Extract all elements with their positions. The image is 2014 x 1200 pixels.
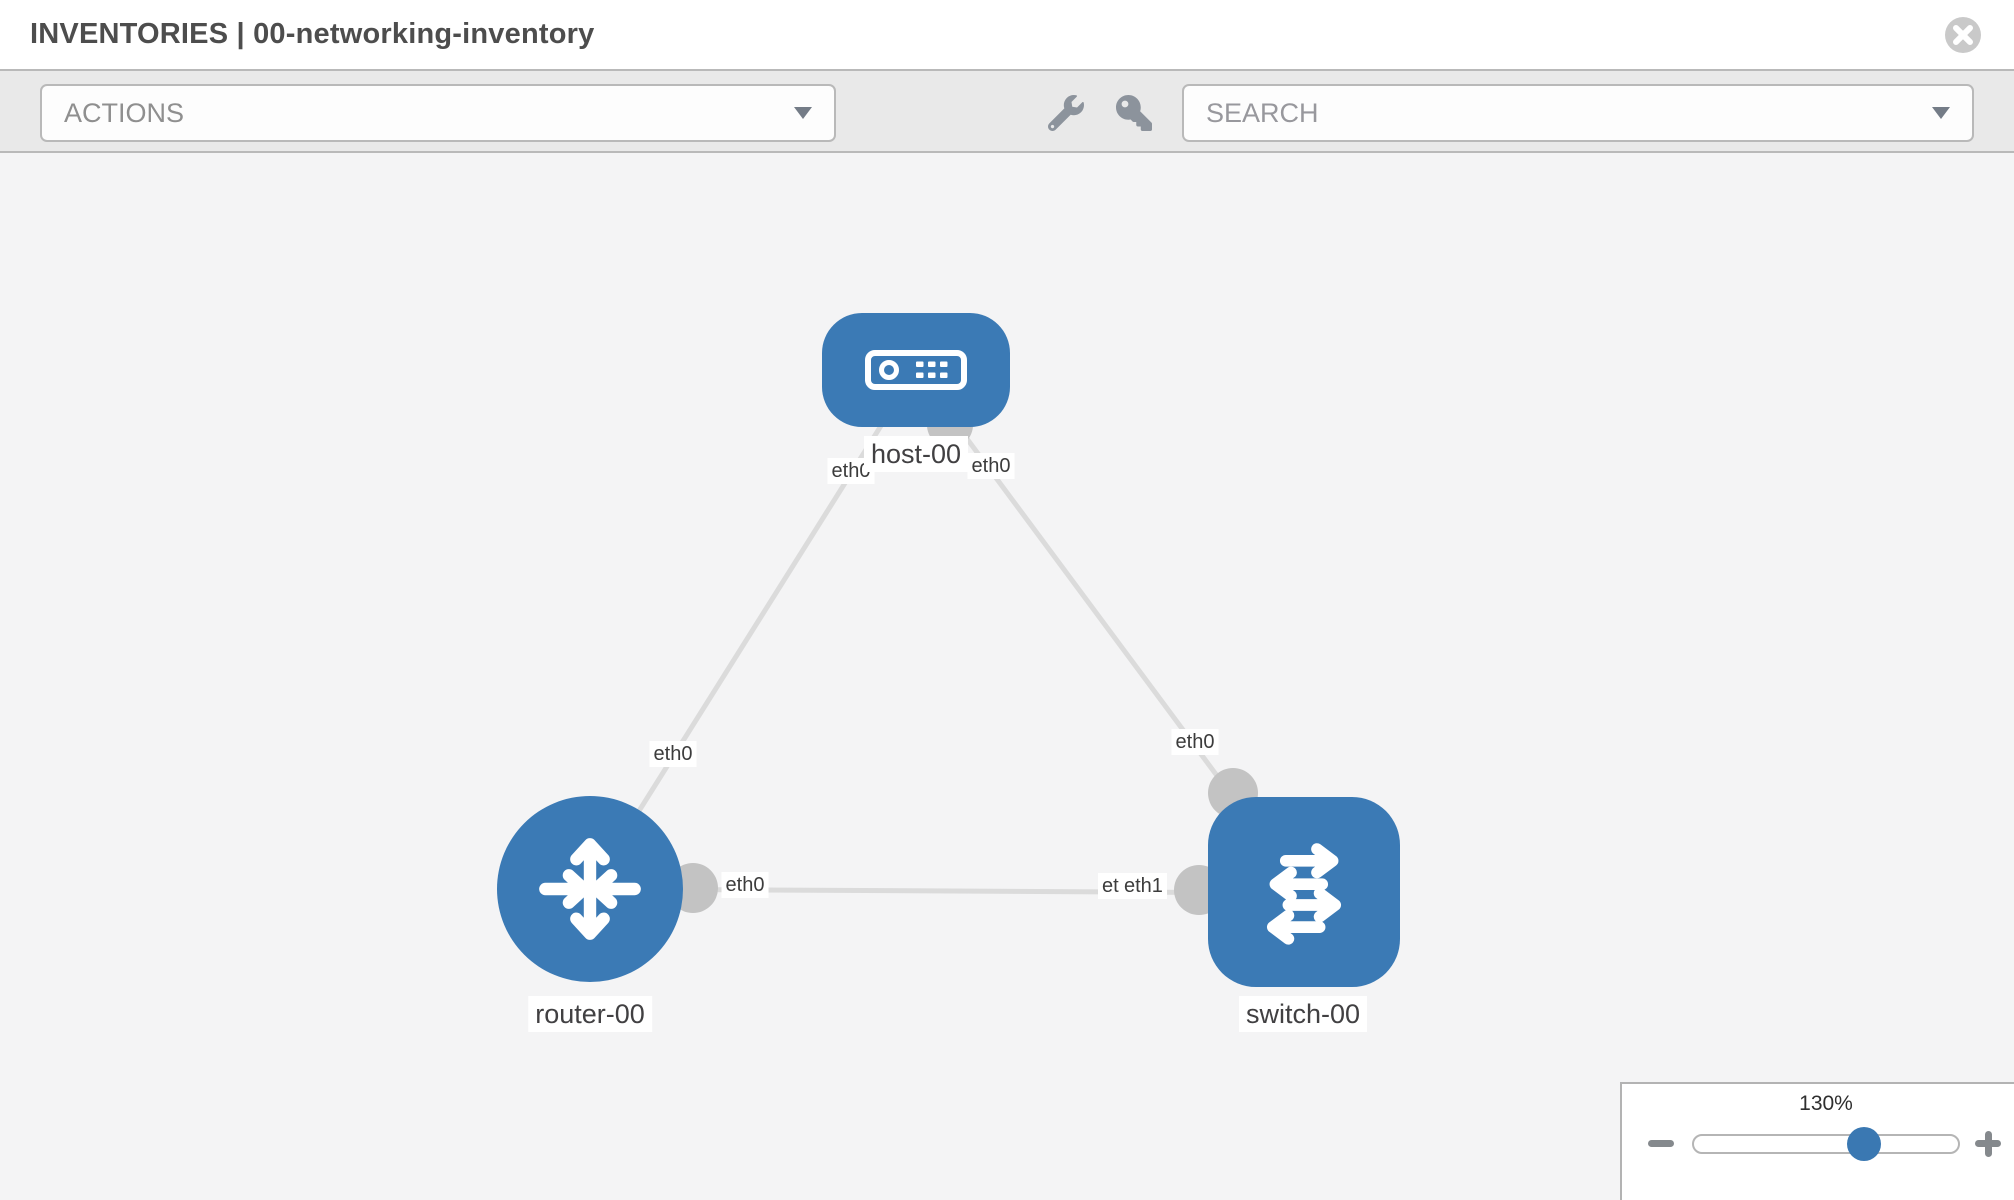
search-dropdown[interactable]: SEARCH (1182, 84, 1974, 142)
zoom-in-icon[interactable] (1984, 1130, 1992, 1157)
header: INVENTORIES | 00-networking-inventory (0, 0, 2014, 69)
topology-canvas[interactable]: eth0 eth0 eth0 eth0 eth0 eth0 eth1 host-… (0, 153, 2014, 1200)
zoom-slider-handle[interactable] (1847, 1127, 1881, 1161)
interface-label: eth0 (967, 453, 1015, 479)
switch-arrows-icon (1266, 843, 1342, 945)
toolbar: ACTIONS SEARCH (0, 69, 2014, 153)
key-icon[interactable] (1116, 95, 1152, 131)
interface-label: eth1 (1120, 873, 1167, 899)
interface-label: eth0 (721, 872, 769, 898)
wrench-icon[interactable] (1048, 95, 1084, 131)
page-title: INVENTORIES | 00-networking-inventory (30, 18, 595, 50)
chevron-down-icon (1932, 107, 1950, 119)
close-icon[interactable] (1944, 16, 1982, 54)
chevron-down-icon (794, 107, 812, 119)
router-arrows-icon (539, 838, 641, 940)
node-router-00[interactable] (497, 796, 683, 982)
node-label-host: host-00 (863, 436, 969, 472)
node-label-router: router-00 (528, 996, 652, 1032)
zoom-control-panel: 130% (1620, 1082, 2014, 1200)
interface-label: eth0 (649, 741, 697, 767)
zoom-slider-track[interactable] (1692, 1134, 1960, 1154)
node-label-switch: switch-00 (1238, 996, 1368, 1032)
zoom-level-value: 130% (1799, 1092, 1853, 1115)
search-placeholder: SEARCH (1206, 97, 1319, 128)
links-layer (587, 368, 1307, 915)
node-switch-00[interactable] (1208, 797, 1400, 987)
actions-dropdown[interactable]: ACTIONS (40, 84, 836, 142)
actions-dropdown-value: ACTIONS (64, 97, 185, 128)
interface-label: eth0 (1171, 729, 1219, 755)
node-host-00[interactable] (822, 313, 1010, 427)
zoom-out-icon[interactable] (1648, 1140, 1674, 1147)
link-host-router (587, 368, 919, 891)
server-icon (865, 350, 967, 390)
